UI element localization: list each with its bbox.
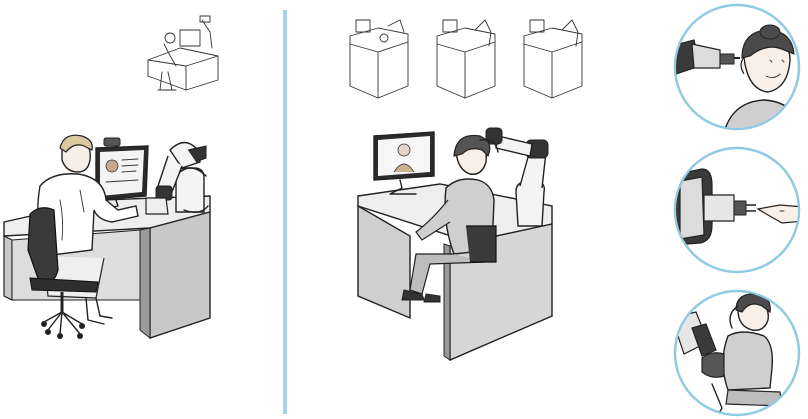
monitor-icon (95, 145, 149, 209)
video-monitor-icon (373, 131, 435, 195)
right-scene (290, 0, 665, 419)
robot-ear-exam-icon (676, 24, 798, 128)
arm-cuff-inset (672, 288, 802, 418)
left-scene (0, 0, 283, 419)
robot-arm-icon (145, 141, 209, 215)
section-divider (283, 10, 287, 414)
robot-finger-touch-icon (676, 168, 798, 246)
doctor-thumbnail-icon (147, 15, 219, 91)
cubicle-thumbnail-2-icon (436, 19, 496, 99)
office-chair-icon (27, 207, 99, 339)
cubicle-thumbnail-1-icon (349, 19, 409, 99)
patient-figure-icon (401, 134, 499, 303)
finger-touch-inset (672, 145, 802, 275)
robot-arm-icon (485, 127, 549, 227)
cubicle-thumbnail-3-icon (523, 19, 583, 99)
ear-exam-inset (672, 2, 802, 132)
camera-icon (103, 137, 121, 147)
